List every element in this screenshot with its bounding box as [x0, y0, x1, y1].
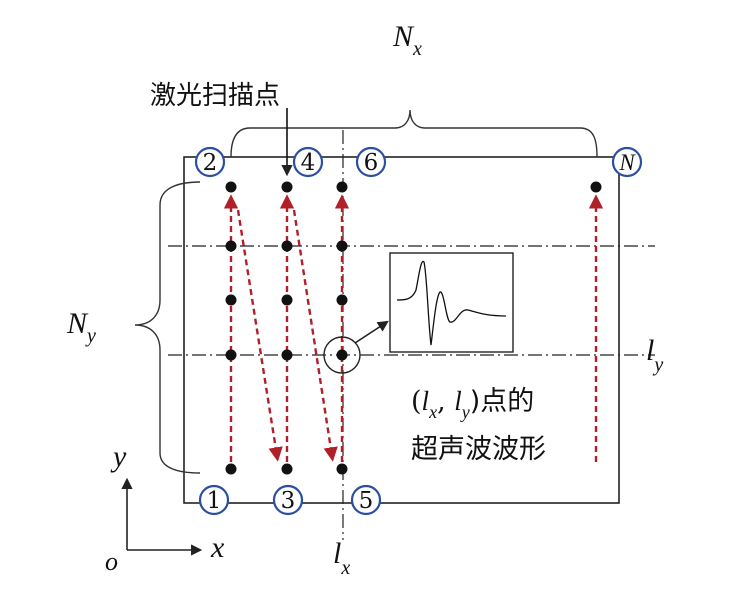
path-diag-1 — [236, 209, 283, 462]
scan-points — [225, 181, 602, 475]
waveform-trace — [396, 260, 507, 346]
axis-x-label: x — [210, 531, 225, 564]
marker-5: 5 — [350, 484, 382, 516]
ly-subscript: y — [652, 354, 663, 376]
wave-caption-line1: (lx, ly)点的 — [411, 386, 534, 422]
origin-label: o — [105, 547, 118, 576]
scan-point — [281, 463, 293, 475]
marker-2: 2 — [194, 146, 226, 178]
corner-markers: 1 2 3 4 5 6 N — [194, 146, 643, 516]
scan-point — [225, 181, 237, 193]
marker-1: 1 — [198, 484, 230, 516]
scan-point — [336, 349, 348, 361]
highlight-arrow — [354, 320, 389, 344]
lx-label: lx — [333, 537, 350, 579]
marker-5-label: 5 — [359, 488, 374, 514]
marker-n-label: N — [618, 150, 636, 175]
scan-point — [281, 349, 293, 361]
scan-point — [281, 181, 293, 193]
plate-rectangle — [183, 156, 620, 504]
scan-point — [336, 294, 348, 306]
marker-4: 4 — [292, 146, 324, 178]
scan-paths — [223, 194, 604, 462]
marker-2-label: 2 — [203, 150, 218, 176]
ly-label: ly — [646, 334, 663, 376]
scan-point — [225, 463, 237, 475]
waveform-inset — [389, 252, 514, 353]
ny-brace — [134, 181, 201, 474]
ny-label: Ny — [66, 307, 96, 347]
lx-subscript: x — [340, 557, 350, 579]
marker-6-label: 6 — [364, 150, 379, 176]
scan-point — [336, 240, 348, 252]
horizontal-scan-lines — [168, 245, 655, 356]
marker-1-label: 1 — [207, 488, 222, 514]
scan-point — [281, 294, 293, 306]
scan-point — [225, 240, 237, 252]
scan-point — [225, 349, 237, 361]
highlight-circle — [323, 336, 361, 374]
ny-subscript: y — [85, 325, 96, 347]
nx-brace — [230, 109, 598, 158]
scan-point — [590, 181, 602, 193]
scan-point — [336, 463, 348, 475]
path-diag-2 — [292, 209, 338, 462]
scan-point — [336, 181, 348, 193]
marker-4-label: 4 — [301, 150, 316, 176]
nx-label: Nx — [392, 20, 422, 60]
marker-3: 3 — [272, 484, 304, 516]
marker-6: 6 — [355, 146, 387, 178]
wave-caption-line2: 超声波波形 — [411, 434, 546, 465]
marker-3-label: 3 — [281, 488, 296, 514]
scan-point — [225, 294, 237, 306]
axis-y-label: y — [110, 440, 127, 473]
nx-subscript: x — [412, 38, 422, 60]
scan-point — [281, 240, 293, 252]
laser-point-label: 激光扫描点 — [150, 81, 280, 111]
marker-n: N — [611, 146, 643, 178]
